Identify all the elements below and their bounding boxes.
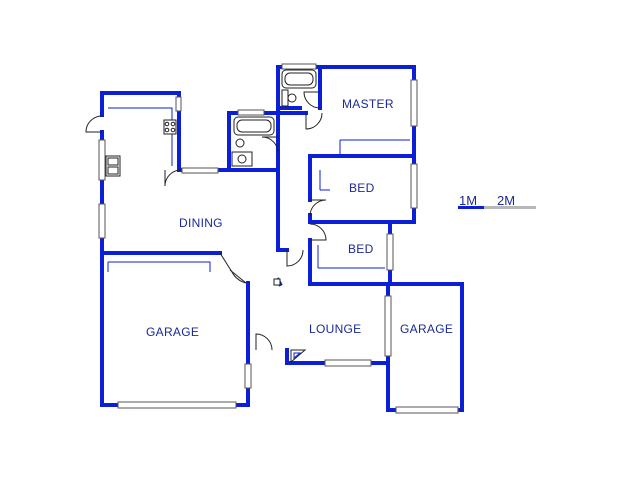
- window-lounge-bottom: [324, 359, 372, 367]
- inner-lines: [107, 107, 410, 272]
- walls: [100, 65, 464, 412]
- window-dining-top: [181, 167, 219, 174]
- window-bath-top: [237, 109, 265, 116]
- fireplace: [290, 349, 307, 364]
- label-garage-right: GARAGE: [400, 322, 453, 336]
- scale-segment-2: [484, 206, 536, 209]
- scale-bar: 1M 2M: [458, 193, 536, 209]
- window-bath1-top: [281, 63, 317, 70]
- window-bed2-right: [386, 233, 394, 271]
- scale-segment-1: [458, 206, 484, 209]
- window-kitchen-top: [175, 96, 182, 112]
- window-master-right: [410, 79, 418, 127]
- window-kitchen-left: [98, 139, 106, 181]
- basin-2: [235, 138, 245, 148]
- window-dining-left: [98, 203, 106, 239]
- scale-1m: 1M: [459, 193, 477, 208]
- scale-2m: 2M: [497, 193, 515, 208]
- room-labels: MASTER BED BED DINING GARAGE LOUNGE GARA…: [146, 97, 453, 339]
- garage-door-left: [117, 401, 237, 409]
- fixtures: [105, 69, 317, 364]
- window-lounge-right: [384, 295, 392, 357]
- windows: [98, 63, 459, 414]
- doors: [85, 91, 327, 351]
- label-master: MASTER: [342, 97, 394, 111]
- label-bed-1: BED: [349, 181, 375, 195]
- column: [273, 278, 281, 286]
- toilet-1: [287, 93, 297, 103]
- label-bed-2: BED: [348, 242, 374, 256]
- window-bed1-right: [410, 163, 418, 209]
- label-garage-left: GARAGE: [146, 325, 199, 339]
- label-dining: DINING: [179, 216, 223, 230]
- label-lounge: LOUNGE: [309, 322, 361, 336]
- garage-door-right: [395, 406, 459, 414]
- window-garage-left-right: [244, 363, 252, 389]
